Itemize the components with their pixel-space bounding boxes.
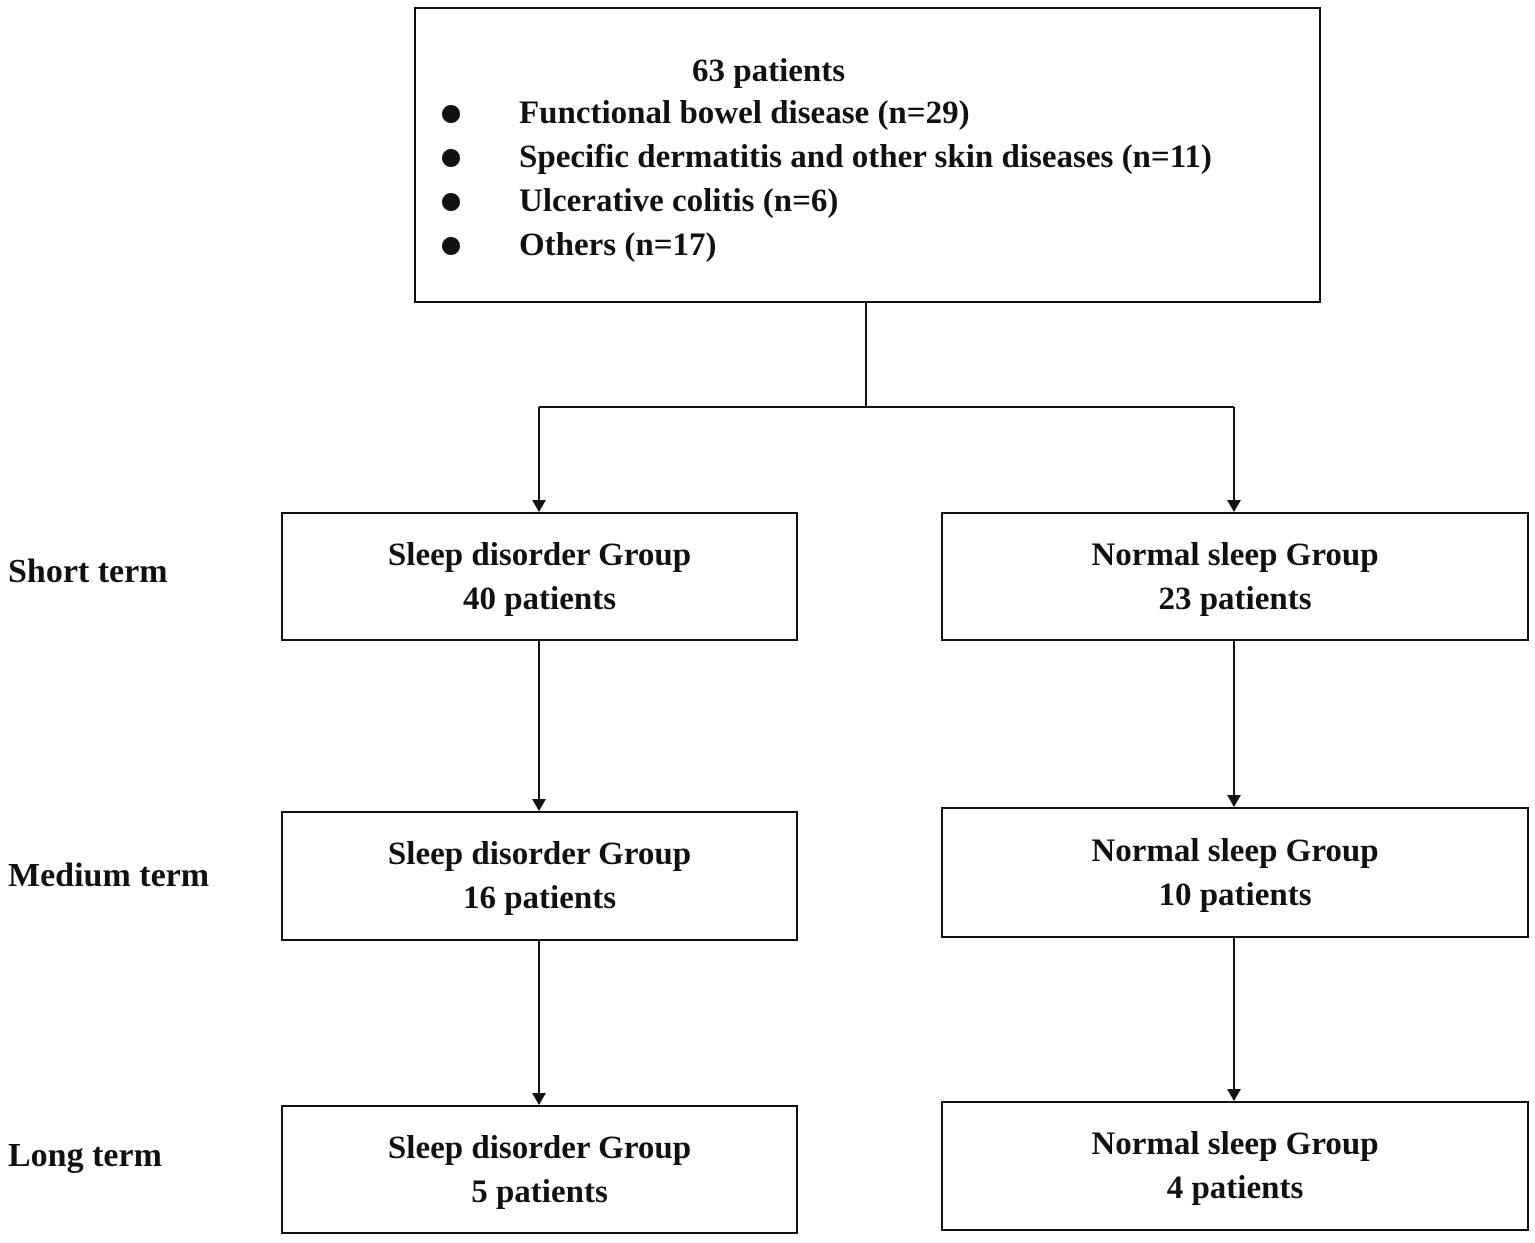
- all-patients-title: 63 patients: [692, 53, 846, 89]
- row-label-medium-term: Medium term: [8, 857, 210, 894]
- diagnosis-list: Functional bowel disease (n=29) Specific…: [438, 93, 1212, 269]
- long-term-sleep-disorder-box: Sleep disorder Group 5 patients: [281, 1105, 798, 1234]
- medium-term-sleep-disorder-box: Sleep disorder Group 16 patients: [281, 811, 798, 941]
- diagnosis-item: Functional bowel disease (n=29): [438, 93, 1212, 137]
- all-patients-box: 63 patients Functional bowel disease (n=…: [414, 7, 1321, 303]
- group-count: 10 patients: [1158, 876, 1312, 913]
- diagnosis-item: Ulcerative colitis (n=6): [438, 181, 1212, 225]
- diagnosis-label: Ulcerative colitis (n=6): [519, 183, 839, 219]
- row-label-long-term: Long term: [8, 1137, 162, 1174]
- group-count: 16 patients: [462, 880, 617, 916]
- bullet-dot-icon: [442, 149, 460, 167]
- diagnosis-item: Others (n=17): [438, 225, 1212, 269]
- group-title: Sleep disorder Group: [387, 836, 692, 872]
- short-term-normal-sleep-box: Normal sleep Group 23 patients: [941, 512, 1529, 641]
- group-title: Normal sleep Group: [1091, 536, 1379, 573]
- diagnosis-label: Functional bowel disease (n=29): [519, 95, 970, 131]
- bullet-dot-icon: [442, 193, 460, 211]
- bullet-dot-icon: [442, 237, 460, 255]
- short-term-sleep-disorder-box: Sleep disorder Group 40 patients: [281, 512, 798, 641]
- group-count: 5 patients: [471, 1173, 608, 1210]
- long-term-normal-sleep-box: Normal sleep Group 4 patients: [941, 1101, 1529, 1231]
- group-title: Sleep disorder Group: [387, 1129, 692, 1166]
- diagnosis-label: Specific dermatitis and other skin disea…: [519, 139, 1212, 175]
- row-label-short-term: Short term: [8, 553, 168, 590]
- group-title: Normal sleep Group: [1091, 832, 1379, 869]
- diagnosis-label: Others (n=17): [519, 227, 717, 263]
- group-count: 40 patients: [462, 580, 617, 617]
- diagnosis-item: Specific dermatitis and other skin disea…: [438, 137, 1212, 181]
- group-title: Sleep disorder Group: [387, 536, 692, 573]
- group-count: 23 patients: [1158, 580, 1312, 617]
- medium-term-normal-sleep-box: Normal sleep Group 10 patients: [941, 807, 1529, 938]
- group-count: 4 patients: [1166, 1170, 1304, 1206]
- group-title: Normal sleep Group: [1091, 1126, 1379, 1162]
- bullet-dot-icon: [442, 105, 460, 123]
